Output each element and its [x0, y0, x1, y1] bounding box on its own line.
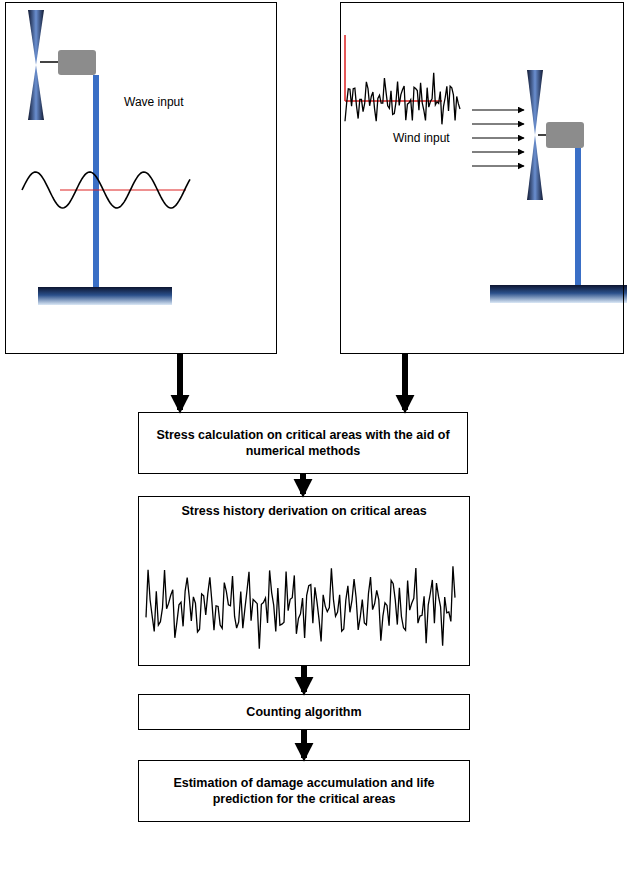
wave-turbine [22, 10, 190, 305]
process-text: Estimation of damage accumulation and li… [149, 775, 459, 808]
wind-turbine [345, 35, 627, 303]
input-panel: Wave input [5, 2, 277, 354]
process-text: Stress calculation on critical areas wit… [149, 427, 457, 460]
process-box: Counting algorithm [138, 694, 470, 730]
flow-arrow [301, 730, 307, 758]
stress-signal [146, 566, 455, 648]
process-box: Stress calculation on critical areas wit… [138, 412, 468, 474]
flow-arrow [300, 474, 306, 494]
process-box: Estimation of damage accumulation and li… [138, 760, 470, 822]
process-text: Counting algorithm [246, 704, 361, 720]
input-panel: Wind input [340, 2, 624, 354]
flow-arrow [301, 666, 307, 692]
process-box: Stress history derivation on critical ar… [138, 496, 470, 666]
input-label: Wave input [124, 95, 184, 111]
input-label: Wind input [393, 131, 450, 147]
flow-arrow [177, 354, 183, 410]
flow-arrow [402, 354, 408, 410]
process-text: Stress history derivation on critical ar… [181, 503, 426, 519]
